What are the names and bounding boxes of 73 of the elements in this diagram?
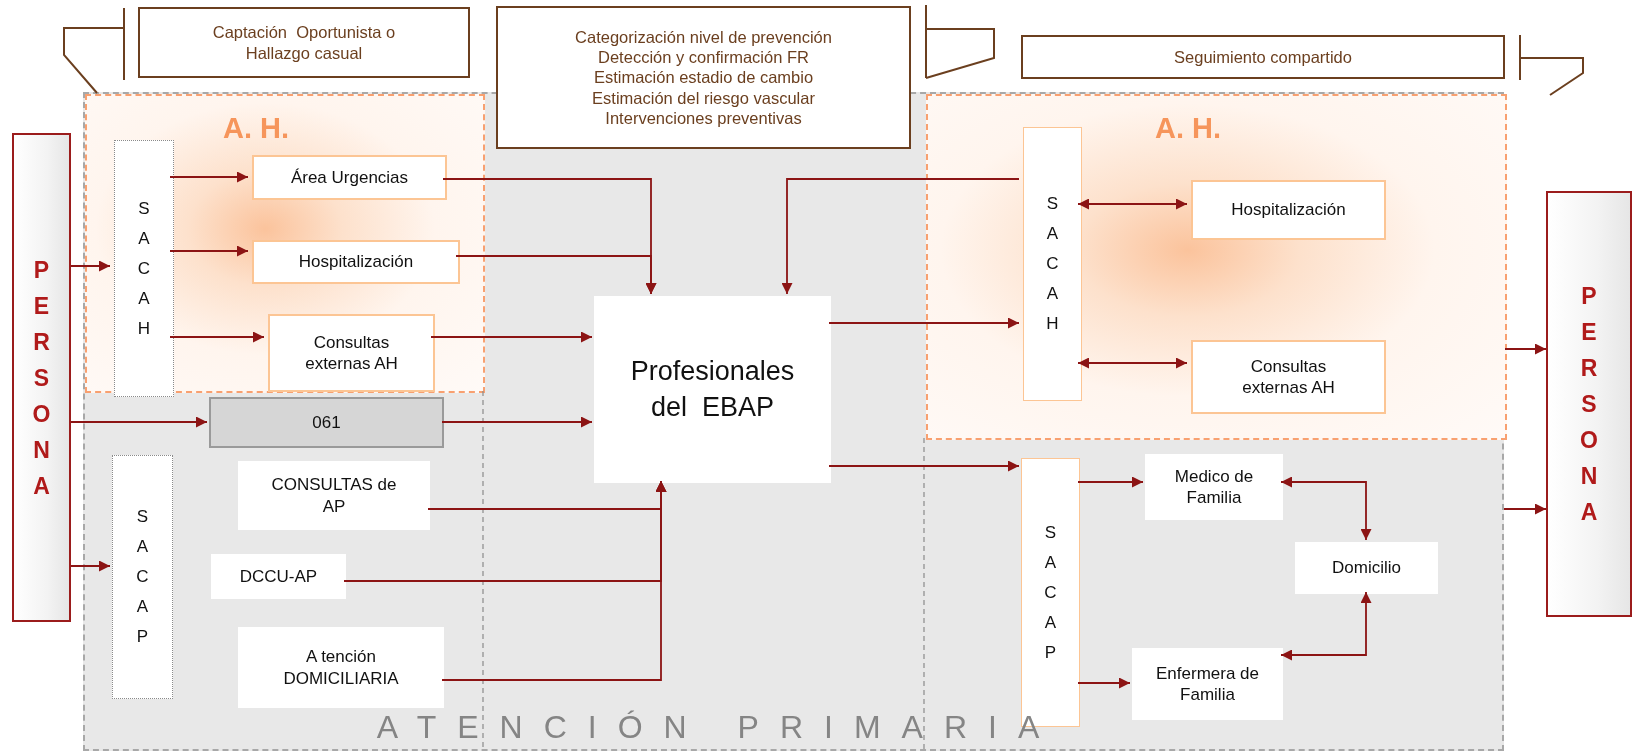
arrow: [1280, 591, 1372, 661]
arrow: [455, 255, 657, 295]
box-label: Consultas externas AH: [1241, 355, 1336, 399]
region-heading: A. H.: [1155, 111, 1222, 146]
arrow: [1503, 503, 1547, 515]
person-bar: [1546, 191, 1632, 617]
process-box: [209, 397, 444, 448]
box-label: Categorización nivel de prevención: [575, 27, 832, 48]
vertical-label: SAC AP: [135, 506, 150, 648]
arrow: [70, 260, 111, 272]
process-box: [238, 627, 444, 708]
service-column: [112, 455, 173, 699]
box-label: Intervenciones preventivas: [605, 107, 802, 128]
box-label: Detección y confirmación FR: [598, 47, 809, 68]
box-label: A tención DOMICILIARIA: [282, 646, 400, 689]
stage-box: [1021, 35, 1505, 79]
box-label: 061: [312, 411, 341, 434]
box-label: CONSULTAS de AP: [270, 474, 398, 517]
arrow: [1280, 476, 1372, 541]
box-label: Seguimiento compartido: [1174, 46, 1352, 68]
process-box: [1145, 454, 1283, 520]
stage-box: [496, 6, 911, 149]
arrow: [1077, 357, 1188, 369]
process-box: [252, 240, 460, 284]
arrow: [1077, 476, 1144, 488]
box-label: Profesionales del EBAP: [629, 355, 796, 424]
box-label: Captación Oportunista o Hallazgo casual: [211, 22, 397, 63]
process-box: [1132, 648, 1283, 720]
box-label: Área Urgencias: [290, 166, 409, 189]
process-box: [211, 554, 346, 599]
region-title: ATENCIÓN PRIMARIA: [375, 708, 1062, 747]
stage-box: [138, 7, 470, 78]
arrow: [169, 171, 249, 183]
arrow: [70, 560, 111, 572]
arrow: [1504, 343, 1547, 355]
arrow: [441, 480, 667, 681]
region-heading: A. H.: [223, 111, 290, 146]
box-label: Medico de Familia: [1173, 465, 1255, 509]
service-column: [1023, 127, 1082, 401]
box-label: Estimación del riesgo vascular: [592, 87, 815, 108]
arrow: [70, 416, 208, 428]
vertical-label: PERSONA: [31, 255, 52, 501]
box-label: Hospitalización: [1231, 199, 1346, 221]
vertical-label: SAC AH: [1045, 193, 1060, 335]
process-box: [238, 461, 430, 530]
box-label: Domicilio: [1332, 557, 1401, 579]
arrow: [430, 331, 593, 343]
box-label: Estimación estadio de cambio: [593, 67, 814, 88]
central-box: [594, 296, 831, 483]
arrow: [441, 416, 593, 428]
process-box: [1191, 340, 1386, 414]
process-box: [1191, 180, 1386, 240]
arrow: [1077, 677, 1131, 689]
hospital-region: [926, 94, 1507, 440]
arrow: [169, 245, 249, 257]
care-region: [83, 92, 1504, 751]
vertical-label: SAC AH: [136, 197, 152, 340]
box-label: DCCU-AP: [239, 565, 318, 588]
box-label: Consultas externas AH: [304, 331, 399, 375]
box-label: Hospitalización: [298, 251, 414, 273]
arrow: [828, 317, 1020, 329]
box-label: Enfermera de Familia: [1155, 662, 1260, 706]
arrow: [781, 178, 1020, 295]
arrow: [1077, 198, 1188, 210]
vertical-label: PERSONA: [1579, 282, 1599, 527]
arrow: [169, 331, 265, 343]
person-bar: [12, 133, 71, 622]
process-box: [268, 314, 435, 392]
process-box: [1295, 542, 1438, 594]
service-column: [114, 140, 174, 397]
process-box: [252, 155, 447, 200]
vertical-label: SAC AP: [1043, 521, 1058, 664]
arrow: [828, 460, 1020, 472]
